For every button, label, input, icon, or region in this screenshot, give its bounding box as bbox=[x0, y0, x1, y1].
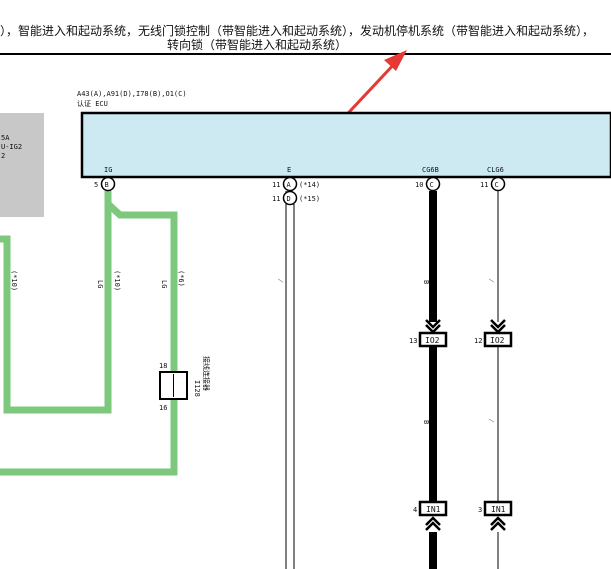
wire-label-b-1: B bbox=[422, 280, 430, 284]
terminal-e-a-pin: 11 bbox=[272, 181, 280, 189]
terminal-e-d-note: (*15) bbox=[299, 195, 320, 203]
connector-in1-cg6b-pin: 4 bbox=[413, 506, 417, 514]
terminal-cg6b: C 10 bbox=[415, 176, 441, 192]
junction-name: 接线连接器 bbox=[202, 356, 211, 391]
terminal-cg6b-letter: C bbox=[430, 181, 434, 189]
terminal-name-cg6b: CG6B bbox=[422, 166, 439, 174]
terminal-e-a-note: (*14) bbox=[299, 181, 320, 189]
terminal-name-clg6: CLG6 bbox=[487, 166, 504, 174]
wire-clg6-mark-2: ⁄ bbox=[487, 418, 495, 423]
wire-label-lg-2: LG bbox=[160, 280, 168, 288]
green-wires bbox=[0, 191, 178, 476]
ecu-box bbox=[80, 111, 611, 179]
left-component-box bbox=[0, 113, 44, 217]
wire-label-note-3: (*6) bbox=[177, 270, 185, 287]
connector-in1-cg6b: IN1 4 bbox=[413, 500, 448, 531]
connector-in1-clg6-label: IN1 bbox=[491, 505, 506, 514]
terminal-e-a-letter: A bbox=[287, 181, 292, 189]
header-line-1: ），智能进入和起动系统，无线门锁控制（带智能进入和起动系统），发动机停机系统（带… bbox=[0, 23, 594, 38]
terminal-name-ig: IG bbox=[104, 166, 112, 174]
terminal-ig-pin: 5 bbox=[94, 181, 98, 189]
header-line-2: 转向锁（带智能进入和起动系统） bbox=[167, 37, 347, 52]
wire-label-lg-1: LG bbox=[96, 280, 104, 288]
left-box-line-2: U-IG2 bbox=[1, 143, 22, 151]
connector-io2-clg6-pin: 12 bbox=[474, 337, 482, 345]
ecu-name: 认证 ECU bbox=[77, 99, 108, 108]
connector-in1-clg6: IN1 3 bbox=[478, 500, 513, 531]
terminal-ig-letter: B bbox=[105, 181, 109, 189]
connector-in1-cg6b-label: IN1 bbox=[426, 505, 441, 514]
connector-io2-cg6b-label: IO2 bbox=[425, 336, 440, 345]
terminal-e-d-pin: 11 bbox=[272, 195, 280, 203]
junction-bottom-pin: 16 bbox=[159, 404, 167, 412]
terminal-name-e: E bbox=[287, 166, 291, 174]
terminal-clg6-letter: C bbox=[495, 181, 499, 189]
terminal-e-d: D 11 (*15) bbox=[272, 190, 320, 206]
wire-label-note-1: (*10) bbox=[10, 270, 18, 291]
terminal-clg6-pin: 11 bbox=[480, 181, 488, 189]
terminal-clg6: C 11 bbox=[480, 176, 506, 192]
terminal-cg6b-pin: 10 bbox=[415, 181, 423, 189]
wire-label-note-2: (*10) bbox=[113, 270, 121, 291]
terminal-e-a: A 11 (*14) bbox=[272, 176, 320, 192]
connector-io2-cg6b-pin: 13 bbox=[409, 337, 417, 345]
connector-io2-cg6b: IO2 13 bbox=[409, 319, 448, 348]
connector-in1-clg6-pin: 3 bbox=[478, 506, 482, 514]
terminal-ig: B 5 bbox=[94, 176, 116, 192]
terminal-e-d-letter: D bbox=[287, 195, 291, 203]
ecu-connector-codes: A43(A),A91(D),I78(B),O1(C) bbox=[77, 90, 187, 98]
connector-io2-clg6-label: IO2 bbox=[490, 336, 505, 345]
wire-clg6-mark-1: ⁄ bbox=[487, 278, 495, 283]
junction-top-pin: 18 bbox=[159, 362, 167, 370]
wire-label-b-2: B bbox=[422, 420, 430, 424]
connector-io2-clg6: IO2 12 bbox=[474, 319, 513, 348]
junction-code: I128 bbox=[193, 380, 201, 397]
left-box-line-3: 2 bbox=[1, 152, 5, 160]
wire-e-mark: ⁄ bbox=[276, 278, 284, 283]
left-box-line-1: 5A bbox=[1, 134, 10, 142]
